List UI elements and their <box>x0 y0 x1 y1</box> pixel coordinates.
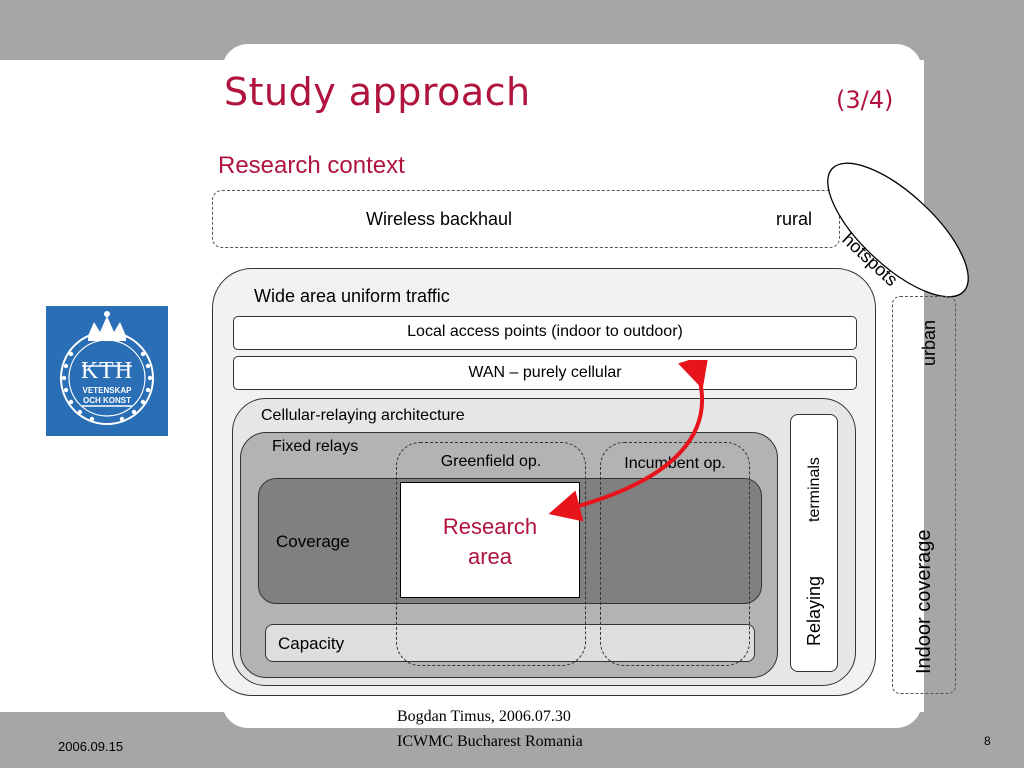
terminals-label: terminals <box>806 457 823 522</box>
local-access-label: Local access points (indoor to outdoor) <box>407 323 683 340</box>
local-access-box <box>233 316 857 350</box>
wireless-backhaul-label: Wireless backhaul <box>366 209 513 229</box>
wide-area-label: Wide area uniform traffic <box>254 286 450 306</box>
urban-indoor-box <box>892 296 956 694</box>
urban-label: urban <box>919 319 939 366</box>
slide-page-fraction: (3/4) <box>836 86 894 114</box>
page-number: 8 <box>984 734 991 748</box>
logo-line1: VETENSKAP <box>82 386 132 395</box>
logo-line2: OCH KONST <box>83 396 131 405</box>
kth-seal-icon <box>60 311 154 425</box>
slide-subtitle: Research context <box>218 152 405 179</box>
relaying-terminals-box <box>790 414 838 672</box>
greenfield-label: Greenfield op. <box>440 453 542 470</box>
research-area-line2: area <box>467 544 513 569</box>
logo-kth-text: KTH <box>80 358 134 384</box>
capacity-box <box>265 624 755 662</box>
capacity-label: Capacity <box>278 634 345 653</box>
slide-title: Study approach <box>224 70 531 114</box>
cellular-relaying-label: Cellular-relaying architecture <box>261 407 465 424</box>
greenfield-box <box>396 442 586 666</box>
footer-author-date: Bogdan Timus, 2006.07.30 <box>397 708 571 725</box>
indoor-coverage-label: Indoor coverage <box>913 529 935 674</box>
fixed-relays-label: Fixed relays <box>272 438 359 455</box>
hotspots-ellipse <box>827 162 969 298</box>
footer-conference: ICWMC Bucharest Romania <box>397 733 583 750</box>
double-arrow-icon <box>548 360 709 522</box>
wireless-backhaul-box <box>212 190 840 248</box>
relaying-label: Relaying <box>804 575 824 646</box>
research-area-line1: Research <box>442 514 538 539</box>
wan-box <box>233 356 857 390</box>
kth-logo: KTH VETENSKAP OCH KONST <box>46 306 168 436</box>
rural-label: rural <box>776 209 813 229</box>
footer-date: 2006.09.15 <box>58 739 124 754</box>
coverage-label: Coverage <box>276 532 350 551</box>
research-area-label: Research area <box>400 512 580 572</box>
